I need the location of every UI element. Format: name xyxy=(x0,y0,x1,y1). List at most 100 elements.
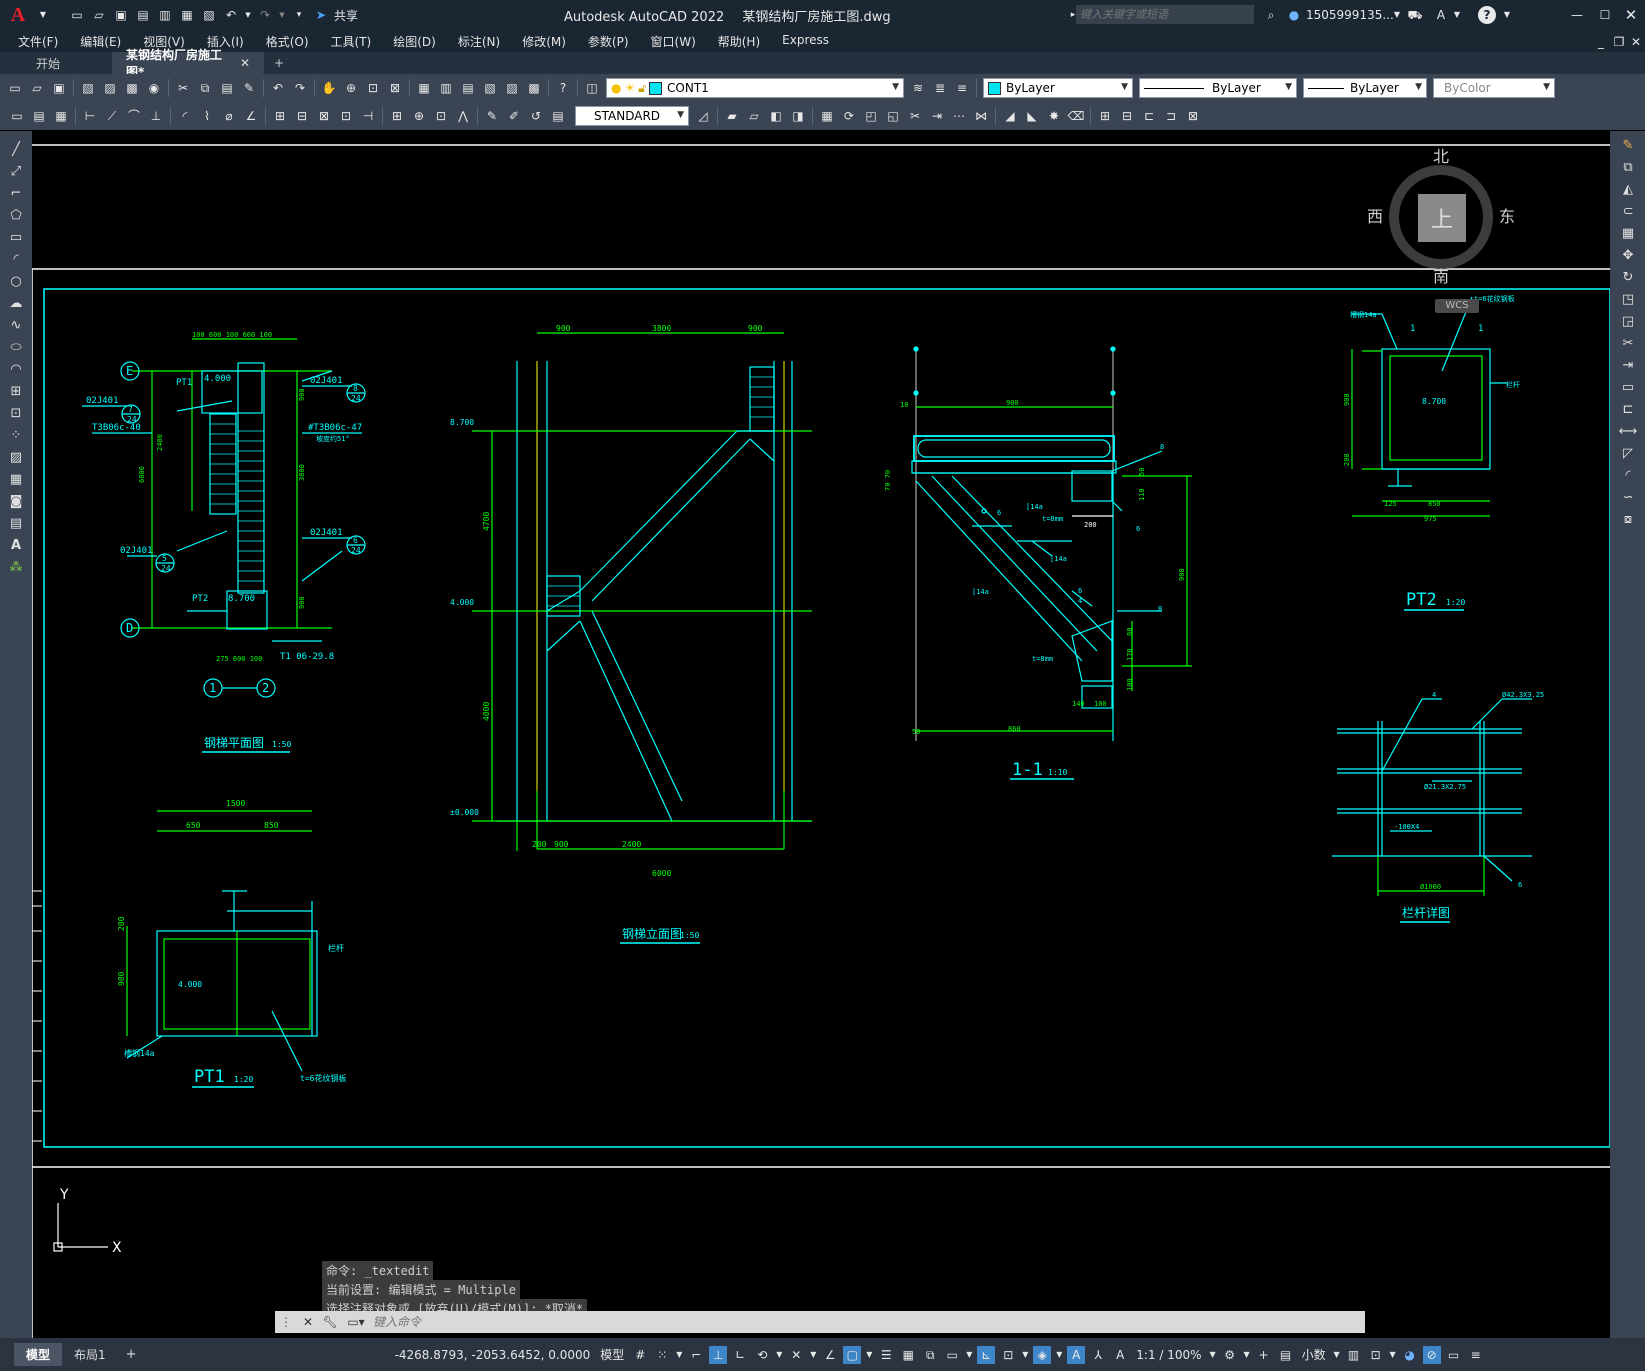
jogged-linear-icon[interactable]: ⋀ xyxy=(458,109,468,123)
zoom-previous-icon[interactable]: ⊠ xyxy=(389,81,401,95)
break-icon[interactable]: ⋯ xyxy=(953,109,965,123)
menu-item-5[interactable]: 工具(T) xyxy=(330,34,372,49)
layer-combo[interactable]: ● ☀ 🔓︎ CONT1 ▼ xyxy=(606,78,904,98)
view-icon[interactable]: ⊐ xyxy=(1165,109,1177,123)
tab-document[interactable]: 某钢结构厂房施工图* ✕ xyxy=(112,48,264,79)
pan-icon[interactable]: ✋ xyxy=(321,81,337,95)
break-point-icon[interactable]: ▭ xyxy=(1621,379,1635,395)
copy-icon[interactable]: ⧉ xyxy=(200,81,210,95)
rotate-tool-icon[interactable]: ↻ xyxy=(1622,269,1634,285)
isolate-objects-icon[interactable]: ◕ xyxy=(1404,1347,1415,1362)
snap-dropdown-icon[interactable]: ▼ xyxy=(676,1349,683,1359)
search-expand-icon[interactable]: ▸ xyxy=(1070,9,1076,20)
add-selected-icon[interactable]: ⁂ xyxy=(9,559,23,575)
close-window-icon[interactable]: ✕ xyxy=(1624,5,1638,24)
user-dropdown-icon[interactable]: ▼ xyxy=(1393,10,1401,19)
dim-angular-icon[interactable]: ∠ xyxy=(245,109,257,123)
add-layout-button[interactable]: + xyxy=(125,1347,137,1362)
viewcube-south[interactable]: 南 xyxy=(1433,267,1450,286)
properties-icon[interactable]: ▦ xyxy=(418,81,430,95)
copy-tool-icon[interactable]: ⧉ xyxy=(1623,159,1633,175)
viewcube-north[interactable]: 北 xyxy=(1433,147,1450,166)
annotation-scale-value[interactable]: 1:1 / 100% xyxy=(1136,1347,1202,1362)
spline-icon[interactable]: ∿ xyxy=(10,317,22,333)
units-dropdown-icon[interactable]: ▼ xyxy=(1333,1349,1340,1359)
paste-icon[interactable]: ▤ xyxy=(221,81,233,95)
stretch-tool-icon[interactable]: ◲ xyxy=(1621,313,1635,329)
drag-handle-icon[interactable]: ⋮ xyxy=(280,1315,292,1329)
erase-icon[interactable]: ⌫ xyxy=(1067,109,1085,123)
array-tool-icon[interactable]: ▦ xyxy=(1621,225,1635,241)
quick-dim-icon[interactable]: ⊞ xyxy=(274,109,286,123)
annotation-scale-icon[interactable]: A xyxy=(1116,1347,1125,1362)
search-icon[interactable]: ⌕ xyxy=(1267,8,1275,22)
transparency-icon[interactable]: ▦ xyxy=(902,1347,914,1362)
menu-item-1[interactable]: 编辑(E) xyxy=(80,34,122,49)
tolerance-icon[interactable]: ⊞ xyxy=(391,109,403,123)
dim-ordinate-icon[interactable]: ⊥ xyxy=(150,109,162,123)
lock-icon[interactable]: 🔓︎ xyxy=(638,80,647,95)
save-icon-2[interactable]: ▣ xyxy=(53,81,65,95)
ortho-icon[interactable]: ∟ xyxy=(735,1347,746,1362)
extend-tool-icon[interactable]: ⇥ xyxy=(1622,357,1634,373)
drawing-canvas[interactable]: E D 1 2 02J401 02J401 02J401 02J401 7 24… xyxy=(32,131,1610,1338)
mirror-tool-icon[interactable]: ◭ xyxy=(1623,181,1633,197)
selection-filter-dropdown-icon[interactable]: ▼ xyxy=(1022,1349,1029,1359)
quick-properties-icon[interactable]: ▥ xyxy=(1347,1347,1360,1362)
wcs-badge[interactable]: WCS xyxy=(1435,299,1479,313)
dim-update-icon[interactable]: ↺ xyxy=(530,109,542,123)
join-icon[interactable]: ⋈ xyxy=(975,109,987,123)
mirror-icon[interactable]: ◧ xyxy=(770,109,782,123)
minimize-icon[interactable]: — xyxy=(1571,8,1583,22)
scale-dropdown-icon[interactable]: ▼ xyxy=(1209,1349,1216,1359)
design-center-icon[interactable]: ▥ xyxy=(440,81,452,95)
question-icon[interactable]: ? xyxy=(1478,6,1496,24)
menu-item-9[interactable]: 参数(P) xyxy=(587,34,629,49)
qnew-icon[interactable]: ▭ xyxy=(9,81,21,95)
markup-icon[interactable]: ▨ xyxy=(506,81,518,95)
hatch-icon[interactable]: ▨ xyxy=(9,449,23,465)
menu-item-6[interactable]: 绘图(D) xyxy=(393,34,436,49)
text-front-icon[interactable]: ▤ xyxy=(33,109,45,123)
save-as-icon[interactable]: ▤ xyxy=(137,8,149,22)
rotate-icon[interactable]: ⟳ xyxy=(843,109,855,123)
dim-style-manager-icon[interactable]: ◿ xyxy=(698,109,708,123)
explode-tool-icon[interactable]: ⧇ xyxy=(1623,511,1633,527)
lock-ui-icon[interactable]: ⊡ xyxy=(1370,1347,1381,1362)
redo-dropdown-icon[interactable]: ▼ xyxy=(279,10,285,19)
user-name[interactable]: 1505999135... xyxy=(1306,8,1394,22)
menu-item-8[interactable]: 修改(M) xyxy=(522,34,566,49)
undo-icon-2[interactable]: ↶ xyxy=(272,81,284,95)
viewcube-east[interactable]: 东 xyxy=(1499,207,1516,226)
gizmo-icon[interactable]: ◈ xyxy=(1033,1345,1052,1364)
chevron-down-icon[interactable]: ▼ xyxy=(892,82,899,92)
construction-line-icon[interactable]: ⤢ xyxy=(10,163,22,179)
maximize-icon[interactable]: ☐ xyxy=(1599,8,1611,22)
open-web-icon[interactable]: ▥ xyxy=(159,8,171,22)
mtext-icon[interactable]: A xyxy=(10,537,22,553)
share-button[interactable]: 共享 xyxy=(334,8,359,23)
dim-linear-icon[interactable]: ⊢ xyxy=(84,109,96,123)
units-value[interactable]: 小数 xyxy=(1301,1348,1326,1362)
move-icon[interactable]: ▰ xyxy=(727,109,737,123)
circle-icon[interactable]: ○ xyxy=(10,273,22,289)
menu-item-10[interactable]: 窗口(W) xyxy=(650,34,696,49)
menu-item-0[interactable]: 文件(F) xyxy=(18,34,59,49)
tab-start[interactable]: 开始 xyxy=(36,56,61,71)
match-prop-icon[interactable]: ✎ xyxy=(243,81,255,95)
lineweight-combo[interactable]: ByLayer ▼ xyxy=(1303,78,1427,98)
draw-order-icon[interactable]: ▭ xyxy=(11,109,23,123)
table-icon[interactable]: ▤ xyxy=(9,515,23,531)
doc-restore-icon[interactable]: ❐ xyxy=(1613,35,1625,49)
app-dropdown-icon[interactable]: ▼ xyxy=(1453,10,1461,19)
fillet-tool-icon[interactable]: ◜ xyxy=(1625,467,1631,483)
customize-command-icon[interactable]: 🔧︎ xyxy=(322,1315,338,1329)
break-tool-icon[interactable]: ⊏ xyxy=(1622,401,1634,417)
scale-icon[interactable]: ◰ xyxy=(865,109,877,123)
model-space-toggle[interactable]: 模型 xyxy=(600,1348,625,1362)
copy-obj-icon[interactable]: ▱ xyxy=(749,109,759,123)
menu-item-4[interactable]: 格式(O) xyxy=(265,34,309,49)
dim-diameter-icon[interactable]: ⌀ xyxy=(225,109,233,123)
revcloud-icon[interactable]: ☁ xyxy=(9,295,23,311)
autodesk-app-icon[interactable]: A xyxy=(1436,8,1446,22)
